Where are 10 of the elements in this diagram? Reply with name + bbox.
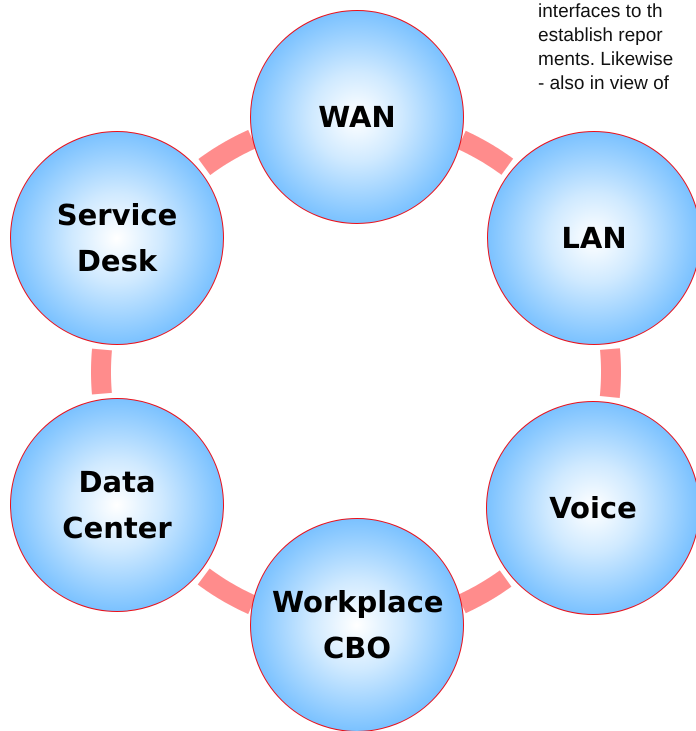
text-line: interfaces to th [538, 0, 663, 24]
text-line: - also in view of [538, 72, 669, 96]
node-label: Data Center [61, 464, 173, 547]
node-label: Service Desk [56, 196, 178, 280]
node-label: LAN [561, 220, 627, 257]
node-label: WAN [318, 98, 396, 136]
node-label: Voice [549, 490, 637, 527]
text-line: establish repor [538, 24, 663, 48]
text-line: ments. Likewise [538, 48, 674, 72]
node-label: Workplace CBO [272, 584, 442, 667]
